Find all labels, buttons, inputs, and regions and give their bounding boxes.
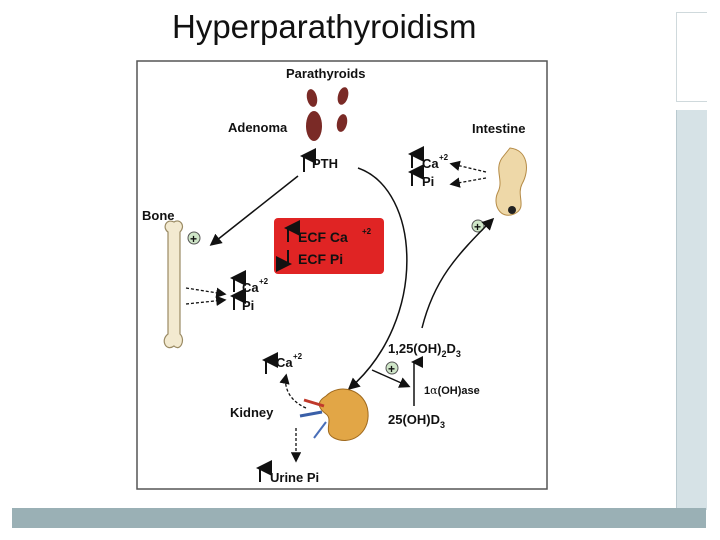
label-vitamin-d-precursor-subscript-3: 3 xyxy=(440,420,445,430)
label-parathyroids: Parathyroids xyxy=(286,66,365,81)
label-hydroxylase-plus: + xyxy=(388,362,395,376)
label-intestine-ca: Ca xyxy=(422,156,439,171)
label-vitamin-d-precursor-name: 25(OH)D xyxy=(388,412,440,427)
label-hydroxylase-name: (OH)ase xyxy=(438,385,480,397)
label-kidney-ca: Ca xyxy=(276,355,293,370)
label-intestine: Intestine xyxy=(472,121,525,136)
label-ecf-pi: ECF Pi xyxy=(298,251,343,267)
diagram-svg: Parathyroids Adenoma PTH Intestine Ca +2… xyxy=(136,60,548,490)
decorative-frame-top xyxy=(676,12,707,102)
label-kidney: Kidney xyxy=(230,405,274,420)
label-ecf-ca: ECF Ca xyxy=(298,229,348,245)
label-bone-ca: Ca xyxy=(242,280,259,295)
label-bone-ca-charge: +2 xyxy=(259,277,269,286)
slide-title: Hyperparathyroidism xyxy=(172,8,476,46)
label-kidney-ca-charge: +2 xyxy=(293,352,303,361)
label-intestine-ca-charge: +2 xyxy=(439,153,449,162)
label-active-vitamin-d-symbol: D xyxy=(446,341,455,356)
label-ecf-ca-charge: +2 xyxy=(362,227,372,236)
label-pth: PTH xyxy=(312,156,338,171)
decorative-bottom-bar xyxy=(12,508,706,528)
hyperparathyroidism-diagram: Parathyroids Adenoma PTH Intestine Ca +2… xyxy=(136,60,548,490)
label-hydroxylase: 1α(OH)ase xyxy=(424,384,480,397)
label-bone-pi: Pi xyxy=(242,298,254,313)
decorative-side-bar xyxy=(676,110,707,510)
label-adenoma: Adenoma xyxy=(228,120,288,135)
label-active-vitamin-d-subscript-3: 3 xyxy=(456,349,461,359)
label-intestine-pi: Pi xyxy=(422,174,434,189)
label-active-vitamin-d-name: 1,25(OH) xyxy=(388,341,441,356)
label-bone-plus: + xyxy=(190,232,197,246)
label-urine-pi: Urine Pi xyxy=(270,470,319,485)
